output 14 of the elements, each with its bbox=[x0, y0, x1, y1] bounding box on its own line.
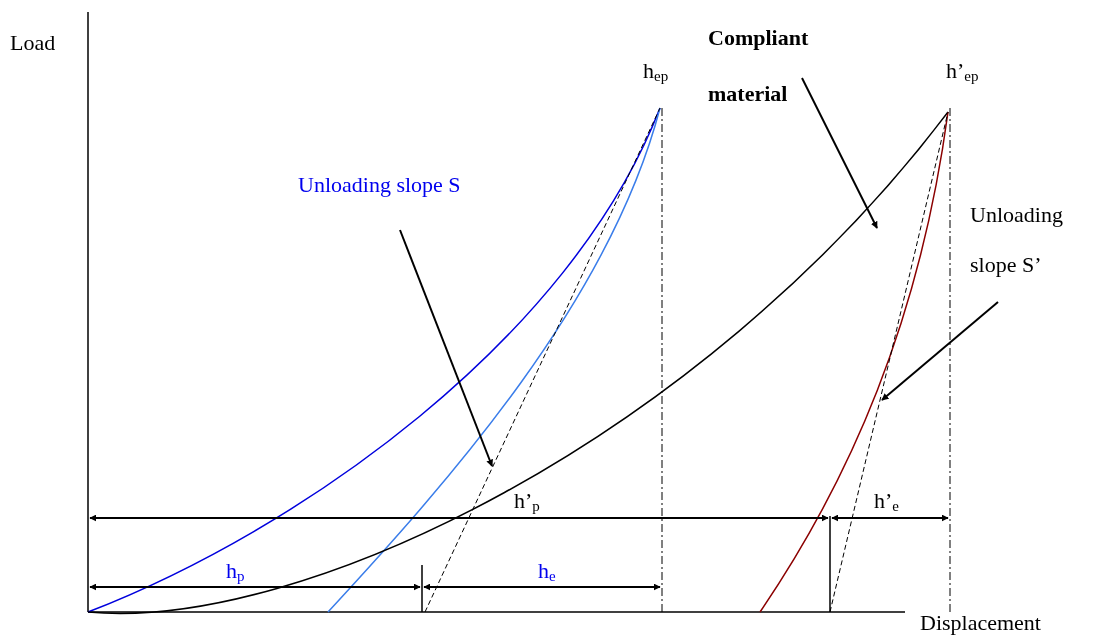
leader-arrow bbox=[881, 301, 999, 401]
callout-text: Unloading slope S’ bbox=[970, 190, 1110, 290]
dimension-label: h$_{e}$ bbox=[538, 558, 556, 586]
dimension-label: h$_{p}$ bbox=[226, 558, 245, 586]
dimension-label: h’$_{e}$ bbox=[874, 488, 899, 516]
axis-label: Displacement bbox=[920, 610, 1041, 636]
callout-text: Unloading slope S bbox=[298, 172, 461, 198]
dimension-label: h’$_{p}$ bbox=[514, 488, 540, 516]
axis-label: Load bbox=[10, 30, 56, 56]
callout-text: Compliant material bbox=[708, 10, 858, 122]
leader-arrow bbox=[399, 229, 493, 467]
depth-label: h’$_{ep}$ bbox=[946, 58, 979, 86]
leader-arrow bbox=[801, 77, 878, 229]
depth-label: h$_{ep}$ bbox=[643, 58, 669, 86]
